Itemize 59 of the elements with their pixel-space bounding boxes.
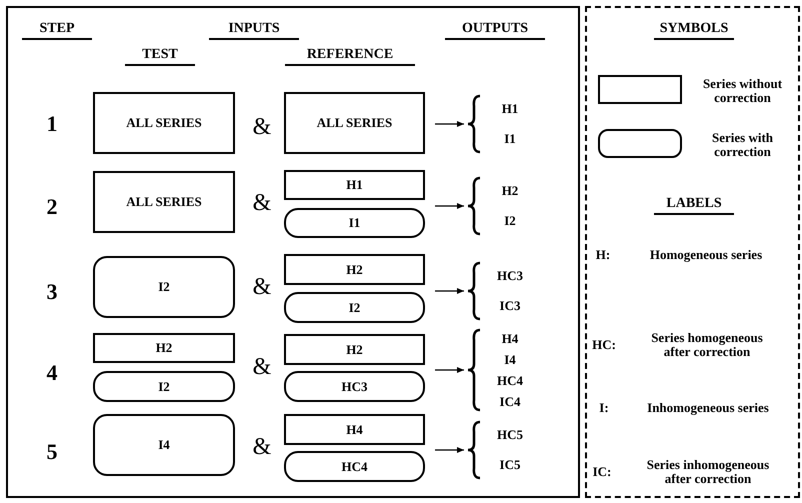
label-key: HC: (590, 335, 618, 355)
arrow (435, 288, 464, 294)
corrected-series-box: I1 (284, 208, 425, 238)
corrected-series-box: I2 (93, 256, 235, 318)
series-box: H2 (93, 333, 235, 363)
corrected-series-box: I2 (284, 292, 425, 323)
output-label: H2 (500, 182, 520, 200)
series-box: H2 (284, 334, 425, 365)
output-label: IC3 (498, 297, 522, 316)
step-number: 1 (46, 110, 58, 138)
output-label: IC4 (498, 392, 522, 411)
ampersand: & (252, 273, 272, 302)
output-label: HC4 (496, 372, 524, 390)
ampersand: & (252, 433, 272, 462)
ampersand: & (252, 189, 272, 218)
label-key: I: (591, 398, 617, 418)
column-header: REFERENCE (285, 46, 415, 66)
arrow (435, 203, 464, 209)
ampersand: & (252, 353, 272, 382)
output-label: I4 (503, 350, 517, 369)
output-label: H1 (500, 100, 520, 118)
output-label: H4 (500, 330, 520, 348)
corrected-series-box: I2 (93, 371, 235, 402)
label-description: Series inhomogeneous after correction (646, 456, 770, 488)
arrow (435, 447, 464, 453)
output-label: IC5 (498, 456, 522, 474)
series-box: H2 (284, 254, 425, 285)
column-header: STEP (22, 20, 92, 40)
column-header: INPUTS (209, 20, 299, 40)
label-description: Inhomogeneous series (646, 399, 770, 418)
corrected-series-box: HC4 (284, 451, 425, 482)
section-heading: LABELS (654, 195, 734, 215)
series-box: H1 (284, 170, 425, 200)
corrected-series-box: I4 (93, 414, 235, 476)
arrow (435, 367, 464, 373)
label-description: Homogeneous series (648, 246, 764, 264)
ampersand: & (252, 113, 272, 142)
series-box: ALL SERIES (93, 171, 235, 233)
output-label: I2 (503, 212, 517, 230)
column-header: TEST (125, 46, 195, 66)
step-number: 3 (46, 278, 58, 306)
corrected-series-box: HC3 (284, 371, 425, 402)
label-description: Series homogeneous after correction (650, 329, 764, 361)
label-key: IC: (590, 462, 614, 482)
column-header: OUTPUTS (445, 20, 545, 40)
label-key: H: (590, 245, 616, 265)
output-label: HC3 (496, 267, 524, 286)
section-heading: SYMBOLS (654, 20, 734, 40)
step-number: 5 (46, 438, 58, 466)
legend-label: Series with correction (710, 130, 774, 160)
arrow (435, 121, 464, 127)
output-label: I1 (503, 130, 517, 148)
series-box: ALL SERIES (284, 92, 425, 154)
series-box: ALL SERIES (93, 92, 235, 154)
legend-label: Series without correction (702, 76, 784, 106)
output-label: HC5 (496, 426, 524, 444)
series-box: H4 (284, 414, 425, 445)
step-number: 2 (46, 193, 58, 222)
step-number: 4 (46, 359, 58, 388)
